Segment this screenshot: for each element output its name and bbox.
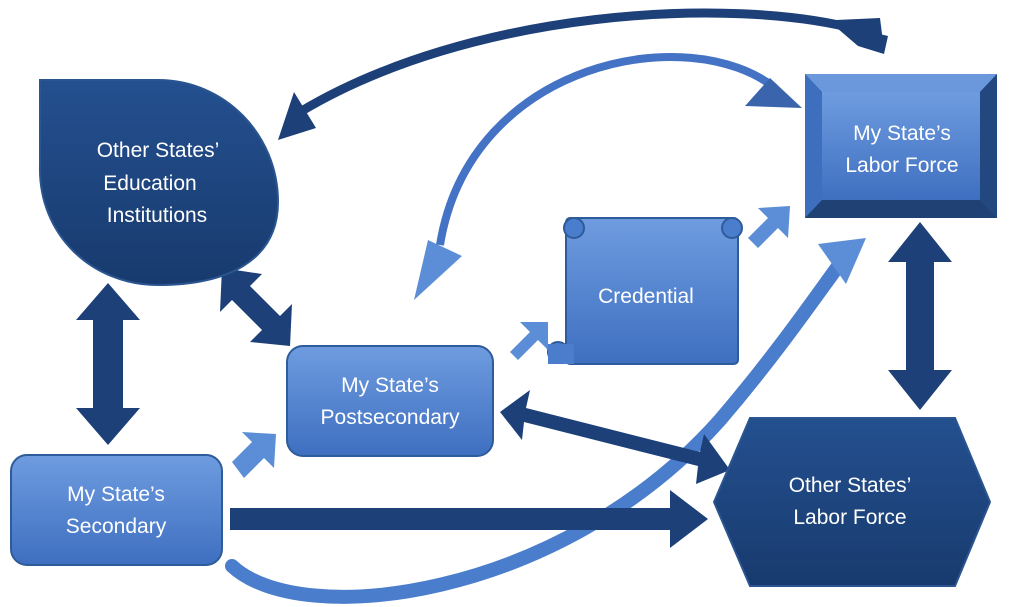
svg-text:Labor Force: Labor Force — [845, 154, 958, 177]
node-my-state-secondary: My State’s Secondary — [10, 454, 223, 566]
swoosh-arrow-secondary-to-labor — [225, 238, 866, 604]
svg-text:Labor Force: Labor Force — [793, 506, 906, 529]
node-label-line: My State’s — [341, 374, 439, 397]
node-label-line: Other States’ — [789, 474, 912, 497]
node-label-line: Credential — [598, 285, 694, 308]
node-label-line: My State’s — [853, 122, 951, 145]
node-credential: Credential — [547, 217, 743, 365]
node-my-state-labor-force: My State’s Labor Force — [805, 74, 997, 218]
node-label-line: Secondary — [66, 515, 167, 538]
svg-text:My State’s: My State’s — [67, 483, 165, 506]
node-label-line: Education — [103, 172, 196, 195]
arrow-postsecondary-to-credential — [510, 322, 548, 360]
node-label-line: Labor Force — [793, 506, 906, 529]
node-label-line: Other States’ — [97, 139, 220, 162]
svg-text:Institutions: Institutions — [107, 204, 207, 227]
arrow-education-postsecondary — [220, 268, 292, 346]
svg-text:My State’s: My State’s — [853, 122, 951, 145]
svg-text:Credential: Credential — [598, 285, 694, 308]
arrow-education-secondary — [76, 283, 140, 445]
node-my-state-postsecondary: My State’s Postsecondary — [286, 345, 494, 457]
arrow-secondary-to-other-labor — [230, 490, 708, 548]
arrow-postsecondary-other-labor — [500, 390, 730, 484]
arrow-credential-to-labor — [748, 206, 790, 248]
node-label-line: Labor Force — [845, 154, 958, 177]
node-other-states-education: Other States’ Education Institutions — [38, 79, 280, 287]
svg-text:Secondary: Secondary — [66, 515, 167, 538]
node-other-states-labor-force: Other States’ Labor Force — [712, 417, 992, 587]
arc-arrow-labor-to-postsecondary — [414, 52, 802, 300]
svg-text:Education: Education — [103, 172, 196, 195]
node-label-line: Institutions — [107, 204, 207, 227]
svg-text:Postsecondary: Postsecondary — [321, 406, 460, 429]
node-label-line: My State’s — [67, 483, 165, 506]
arrow-labor-other-labor — [888, 222, 952, 410]
svg-text:Other States’: Other States’ — [97, 139, 220, 162]
svg-text:Other States’: Other States’ — [789, 474, 912, 497]
node-label-line: Postsecondary — [321, 406, 460, 429]
arc-arrow-labor-to-education — [278, 8, 888, 140]
svg-text:My State’s: My State’s — [341, 374, 439, 397]
arrow-secondary-to-postsecondary — [232, 432, 276, 478]
